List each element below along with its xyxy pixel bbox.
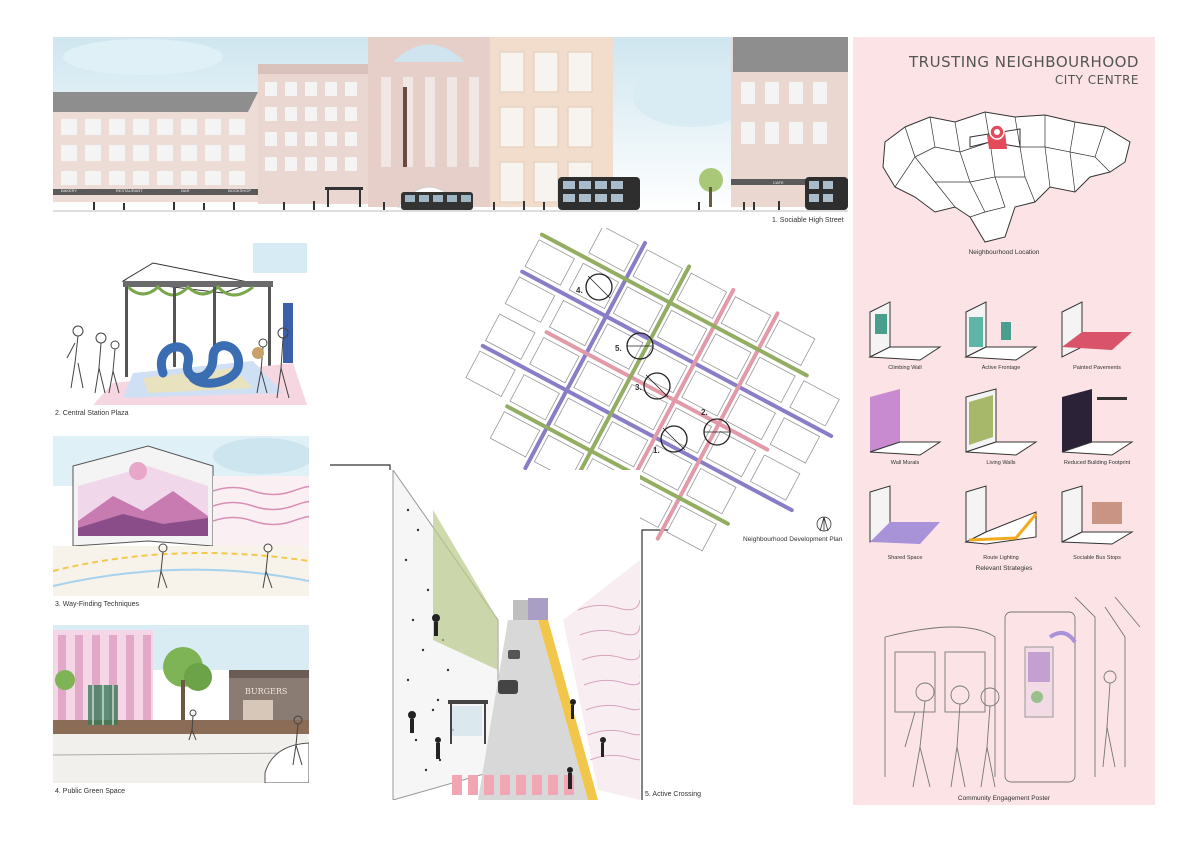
plan-marker-5: 5.	[615, 344, 622, 353]
station-plaza-caption: 2. Central Station Plaza	[55, 410, 129, 417]
shop-sign: BOOKSHOP	[228, 188, 251, 193]
connector-line-right	[641, 529, 680, 800]
strategy-living-walls-icon	[965, 388, 1038, 456]
strategies-heading: Relevant Strategies	[975, 565, 1033, 572]
strategy-route-lighting-icon	[964, 485, 1038, 545]
plan-marker-1: 1.	[653, 446, 660, 455]
strategy-wall-murals-icon	[869, 389, 942, 456]
strategy-climbing-wall-icon	[868, 301, 942, 361]
green-space-caption: 4. Public Green Space	[55, 788, 126, 795]
shop-sign: RESTAURANT	[115, 188, 143, 193]
neighbourhood-location-map	[882, 111, 1131, 243]
active-crossing-caption: 5. Active Crossing	[645, 791, 702, 798]
strategy-label: Wall Murals	[890, 460, 920, 466]
plan-marker-4: 4.	[576, 286, 583, 295]
strategy-label: Climbing Wall	[888, 365, 922, 371]
strategy-reduced-footprint-icon	[1061, 389, 1134, 456]
plan-marker-2: 2.	[701, 408, 708, 417]
way-finding-illustration	[53, 436, 309, 596]
development-plan-axonometric: 1. 2. 3. 4. 5.	[430, 228, 840, 573]
strategy-shared-space-icon	[869, 485, 940, 544]
strategy-bus-stops-icon	[1061, 485, 1134, 545]
strategy-active-frontage-icon	[964, 301, 1038, 361]
strategy-label: Reduced Building Footprint	[1063, 460, 1131, 466]
active-crossing-illustration	[388, 470, 640, 800]
strategy-label: Route Lighting	[983, 555, 1019, 561]
high-street-caption: 1. Sociable High Street	[772, 217, 844, 224]
shop-sign: BAR	[181, 188, 190, 193]
location-caption: Neighbourhood Location	[968, 249, 1040, 256]
strategy-label: Living Walls	[986, 460, 1016, 466]
station-plaza-illustration	[53, 243, 307, 405]
plan-marker-3: 3.	[635, 383, 642, 392]
title-line-2: CITY CENTRE	[1054, 73, 1139, 87]
strategy-label: Active Frontage	[981, 365, 1021, 371]
shop-sign: CAFE	[773, 180, 784, 185]
development-plan-caption: Neighbourhood Development Plan	[743, 536, 843, 543]
high-street-illustration: BAKERY RESTAURANT BAR BOOKSHOP CAFE	[53, 37, 848, 213]
strategy-label: Painted Pavements	[1073, 365, 1121, 371]
way-finding-caption: 3. Way-Finding Techniques	[55, 601, 140, 608]
strategy-label: Sociable Bus Stops	[1073, 555, 1121, 561]
green-space-illustration: BURGERS	[53, 625, 309, 783]
sidebar-panel: TRUSTING NEIGHBOURHOOD CITY CENTRE Neigh…	[853, 37, 1155, 805]
shop-sign: BAKERY	[61, 188, 78, 193]
strategy-painted-pavements-icon	[1061, 301, 1132, 358]
poster-caption: Community Engagement Poster	[957, 795, 1051, 802]
title-line-1: TRUSTING NEIGHBOURHOOD	[909, 53, 1139, 71]
board-title: TRUSTING NEIGHBOURHOOD CITY CENTRE	[909, 53, 1139, 87]
burger-sign: BURGERS	[245, 687, 288, 696]
strategy-label: Shared Space	[887, 555, 923, 561]
community-poster-sketch	[884, 597, 1141, 788]
